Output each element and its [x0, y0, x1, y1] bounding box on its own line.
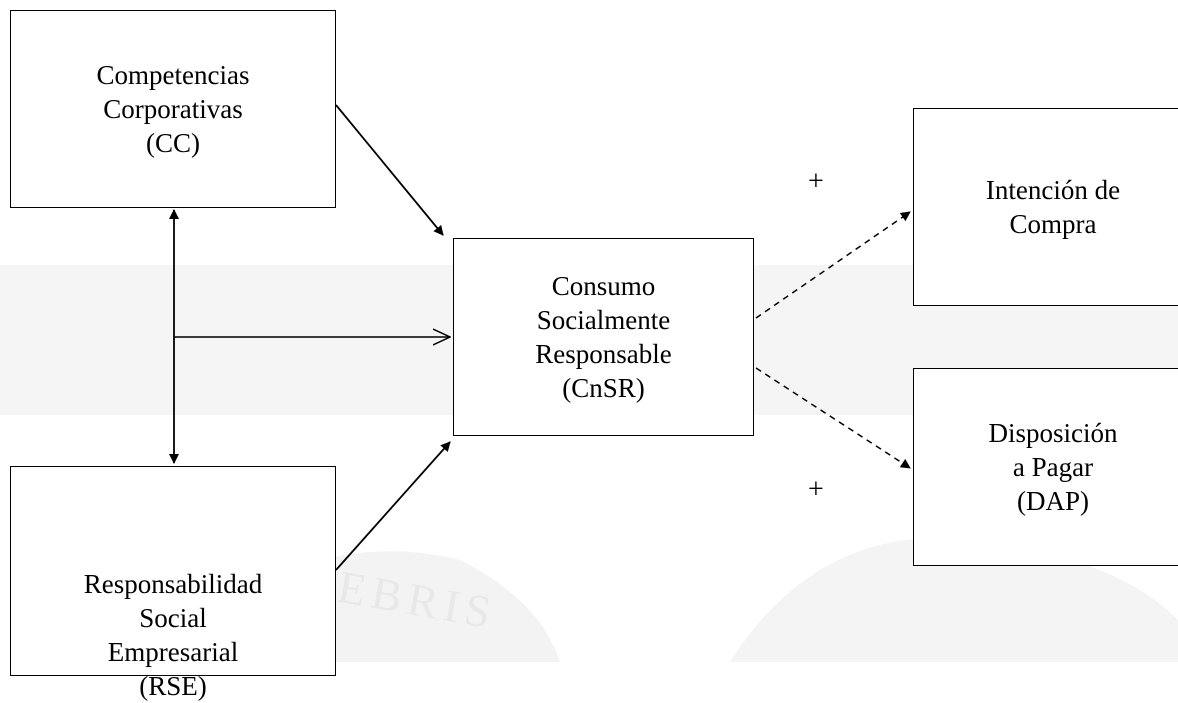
- connectors: [169, 104, 911, 571]
- node-label-line: Competencias: [96, 60, 250, 90]
- node-label-line: Corporativas: [103, 94, 243, 124]
- node-responsabilidad-social-empresarial: Responsabilidad Social Empresarial (RSE): [10, 466, 336, 701]
- node-label-line: (DAP): [1017, 486, 1089, 516]
- arrow-cnsr-to-ic: [755, 211, 911, 319]
- node-label-line: Responsable: [535, 339, 672, 369]
- node-intencion-de-compra: Intención de Compra: [913, 108, 1178, 306]
- node-label-line: (CC): [146, 128, 200, 158]
- node-label-line: Responsabilidad: [83, 569, 263, 599]
- node-label-line: Consumo: [551, 271, 656, 301]
- node-label-line: Social: [139, 603, 207, 633]
- node-disposicion-a-pagar: Disposición a Pagar (DAP): [913, 368, 1178, 566]
- node-label-line: Disposición: [988, 418, 1118, 448]
- node-competencias-corporativas: Competencias Corporativas (CC): [10, 10, 336, 208]
- sign-positive-ic: +: [808, 166, 824, 197]
- node-label-line: (CnSR): [562, 373, 645, 403]
- arrow-rse-to-cnsr: [335, 441, 451, 571]
- node-label-line: Compra: [1009, 209, 1097, 239]
- node-label-line: Intención de: [985, 175, 1121, 205]
- node-label-line: a Pagar: [1012, 452, 1094, 482]
- arrow-cc-to-cnsr: [335, 104, 444, 236]
- node-consumo-socialmente-responsable: Consumo Socialmente Responsable (CnSR): [453, 238, 754, 436]
- sign-positive-dap: +: [808, 474, 824, 505]
- node-label-line: Empresarial: [107, 637, 239, 667]
- node-label-line: Socialmente: [536, 305, 671, 335]
- node-label-line: (RSE): [139, 671, 207, 701]
- arrow-cnsr-to-dap: [755, 367, 911, 469]
